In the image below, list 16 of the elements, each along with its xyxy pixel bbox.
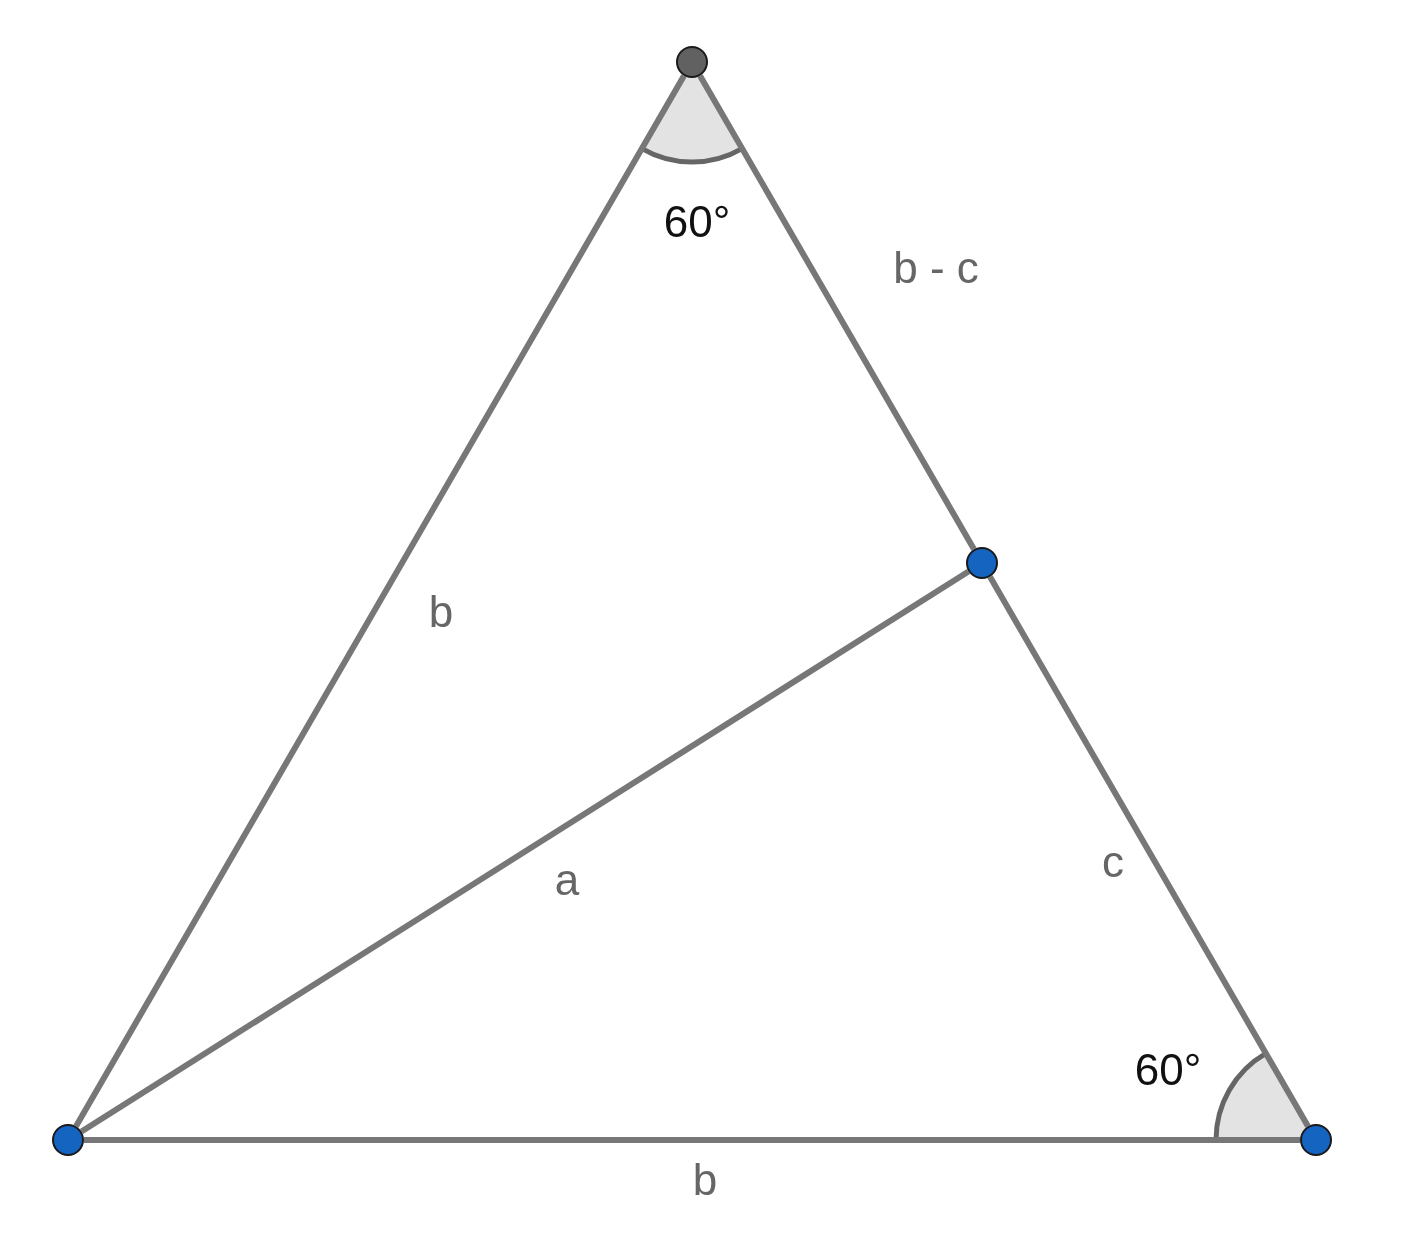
segment-label: a (554, 858, 580, 902)
vertex-point (966, 547, 998, 579)
line-segment (79, 569, 971, 1134)
angle-label: 60° (1134, 1048, 1202, 1092)
segment-label: b (428, 590, 454, 634)
line-segment (73, 74, 687, 1128)
segment-label: b - c (893, 246, 979, 290)
line-segment (987, 575, 1311, 1128)
segment-label: c (1102, 840, 1124, 884)
vertex-point (676, 46, 708, 78)
vertex-point (1300, 1124, 1332, 1156)
segment-label: b (692, 1158, 718, 1202)
vertex-point (52, 1124, 84, 1156)
angle-label: 60° (663, 200, 731, 244)
line-segment (84, 1137, 1300, 1143)
line-segment (697, 74, 977, 551)
